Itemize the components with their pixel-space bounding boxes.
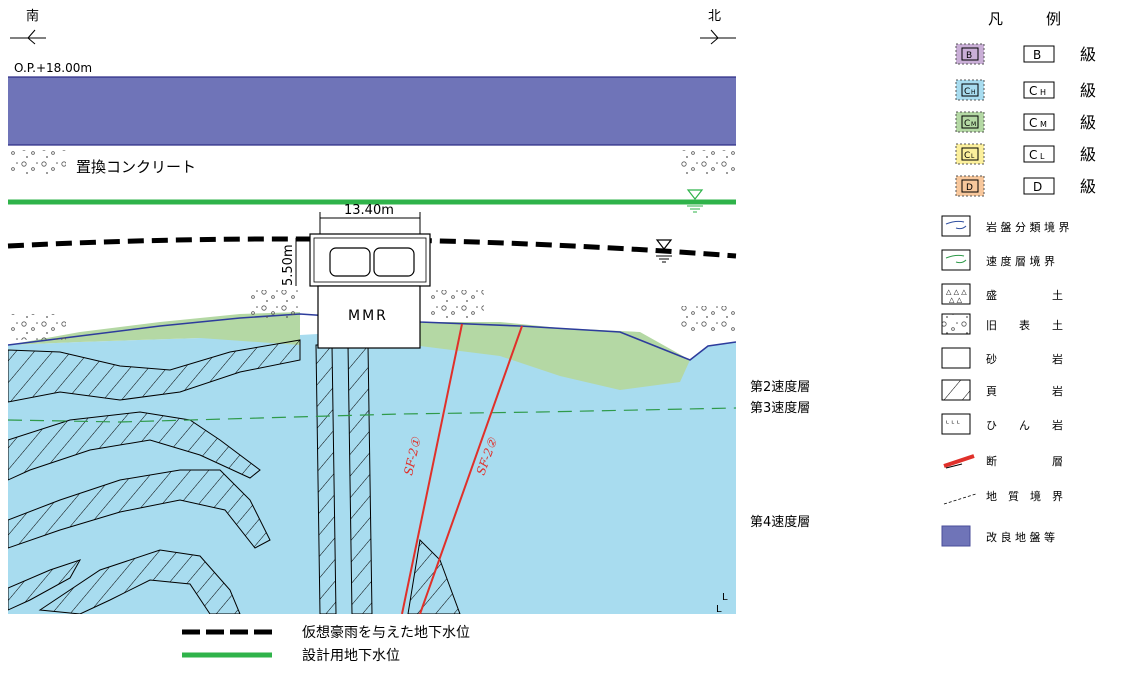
legend-symbol-text-7: 断 層 [986,454,1063,468]
svg-text:級: 級 [1080,177,1096,196]
legend-symbol-text-2: 盛 土 [986,288,1063,302]
legend-title-1: 凡 [988,10,1003,28]
svg-text:級: 級 [1080,45,1096,64]
fill-symbol-left [248,290,300,320]
svg-text:B: B [966,51,972,61]
legend-symbol-text-5: 頁 岩 [986,384,1063,398]
legend-symbol-text-3: 旧 表 土 [986,318,1063,332]
fault-line-2 [419,325,523,614]
rain-groundwater-label: 仮想豪雨を与えた地下水位 [302,625,470,641]
elevation-label: O.P.+18.00m [14,61,92,75]
shale-icon [941,379,971,401]
legend-symbol-text-9: 改 良 地 盤 等 [986,530,1055,544]
compass-north: 北 [700,9,736,45]
svg-text:南: 南 [26,8,39,24]
legend-symbol-text-6: ひ ん 岩 [986,418,1063,432]
concrete-symbol-left [8,150,66,174]
svg-text:H: H [971,89,976,96]
concrete-symbol-right [678,150,736,174]
legend-rock-class-cm: C M C M 級 [955,111,1096,133]
geologic-boundary-icon [943,493,977,505]
velocity-layer-2-label: 第2速度層 [750,379,810,395]
svg-text:△ △ △: △ △ △ [946,288,967,296]
rain-water-level-icon [655,239,673,263]
old-topsoil-icon [941,313,971,335]
legend-symbol-text-4: 砂 岩 [986,352,1063,366]
svg-text:ᴸ ᴸ ᴸ: ᴸ ᴸ ᴸ [946,419,960,428]
legend-rock-class-ch: C H C H 級 [955,79,1096,101]
svg-text:級: 級 [1080,113,1096,132]
velocity-layer-4-label: 第4速度層 [750,514,810,530]
improved-ground-icon [941,525,971,547]
svg-text:D: D [1033,180,1042,194]
legend-rock-class-cl: C L C L 級 [955,143,1096,165]
fault-icon [943,454,975,469]
svg-text:L: L [716,604,722,615]
fill-symbol-far-right [678,306,736,332]
sandstone-icon [941,347,971,369]
legend-rock-class-b: B B 級 [955,43,1096,65]
svg-text:C: C [964,87,970,97]
fill-symbol-right [428,290,484,320]
svg-text:M: M [971,121,976,128]
svg-text:L: L [722,592,728,603]
replacement-concrete-label: 置換コンクリート [76,158,196,176]
svg-text:C: C [1029,148,1037,162]
legend: 凡 例 B B 級 C H C H 級 C M C M [941,10,1096,547]
improved-ground-band [8,77,736,145]
rain-groundwater-line [7,236,737,259]
hornfels-icon: ᴸ ᴸ ᴸ [941,413,971,435]
svg-text:B: B [1033,48,1041,62]
water-level-icon [686,189,704,213]
svg-text:M: M [1040,120,1047,129]
svg-text:北: 北 [708,9,721,24]
velocity-layer-3-label: 第3速度層 [750,400,810,416]
legend-symbol-text-1: 速 度 層 境 界 [986,254,1055,268]
design-groundwater-label: 設計用地下水位 [302,648,400,664]
legend-symbol-text-0: 岩 盤 分 類 境 界 [986,220,1069,234]
svg-text:級: 級 [1080,145,1096,164]
rock-class-boundary-icon [941,215,971,237]
legend-rock-class-d: D D 級 [955,175,1096,197]
svg-text:C: C [964,119,970,129]
svg-text:級: 級 [1080,81,1096,100]
svg-text:C: C [964,151,970,161]
height-dimension-label: 5.50m [281,244,296,286]
mmr-structure: MMR 13.40m 5.50m [281,203,431,349]
svg-text:L: L [1040,152,1045,161]
legend-title-2: 例 [1046,10,1061,28]
compass-south: 南 [10,8,46,45]
fault-line-1 [401,323,463,614]
svg-text:L: L [971,153,975,160]
water-level-legend: 仮想豪雨を与えた地下水位 設計用地下水位 [182,625,470,664]
width-dimension-label: 13.40m [344,203,394,218]
svg-text:C: C [1029,84,1037,98]
mmr-label: MMR [348,308,388,324]
fill-soil-icon: △ △ △ △ △ [941,283,971,305]
legend-symbol-text-8: 地 質 境 界 [986,489,1063,503]
fill-symbol-far-left [8,314,66,340]
svg-text:D: D [966,183,973,193]
svg-text:C: C [1029,116,1037,130]
svg-text:H: H [1040,88,1046,97]
svg-text:△ △: △ △ [949,296,963,304]
velocity-layer-boundary-icon [941,249,971,271]
geologic-section: L L [8,312,736,615]
